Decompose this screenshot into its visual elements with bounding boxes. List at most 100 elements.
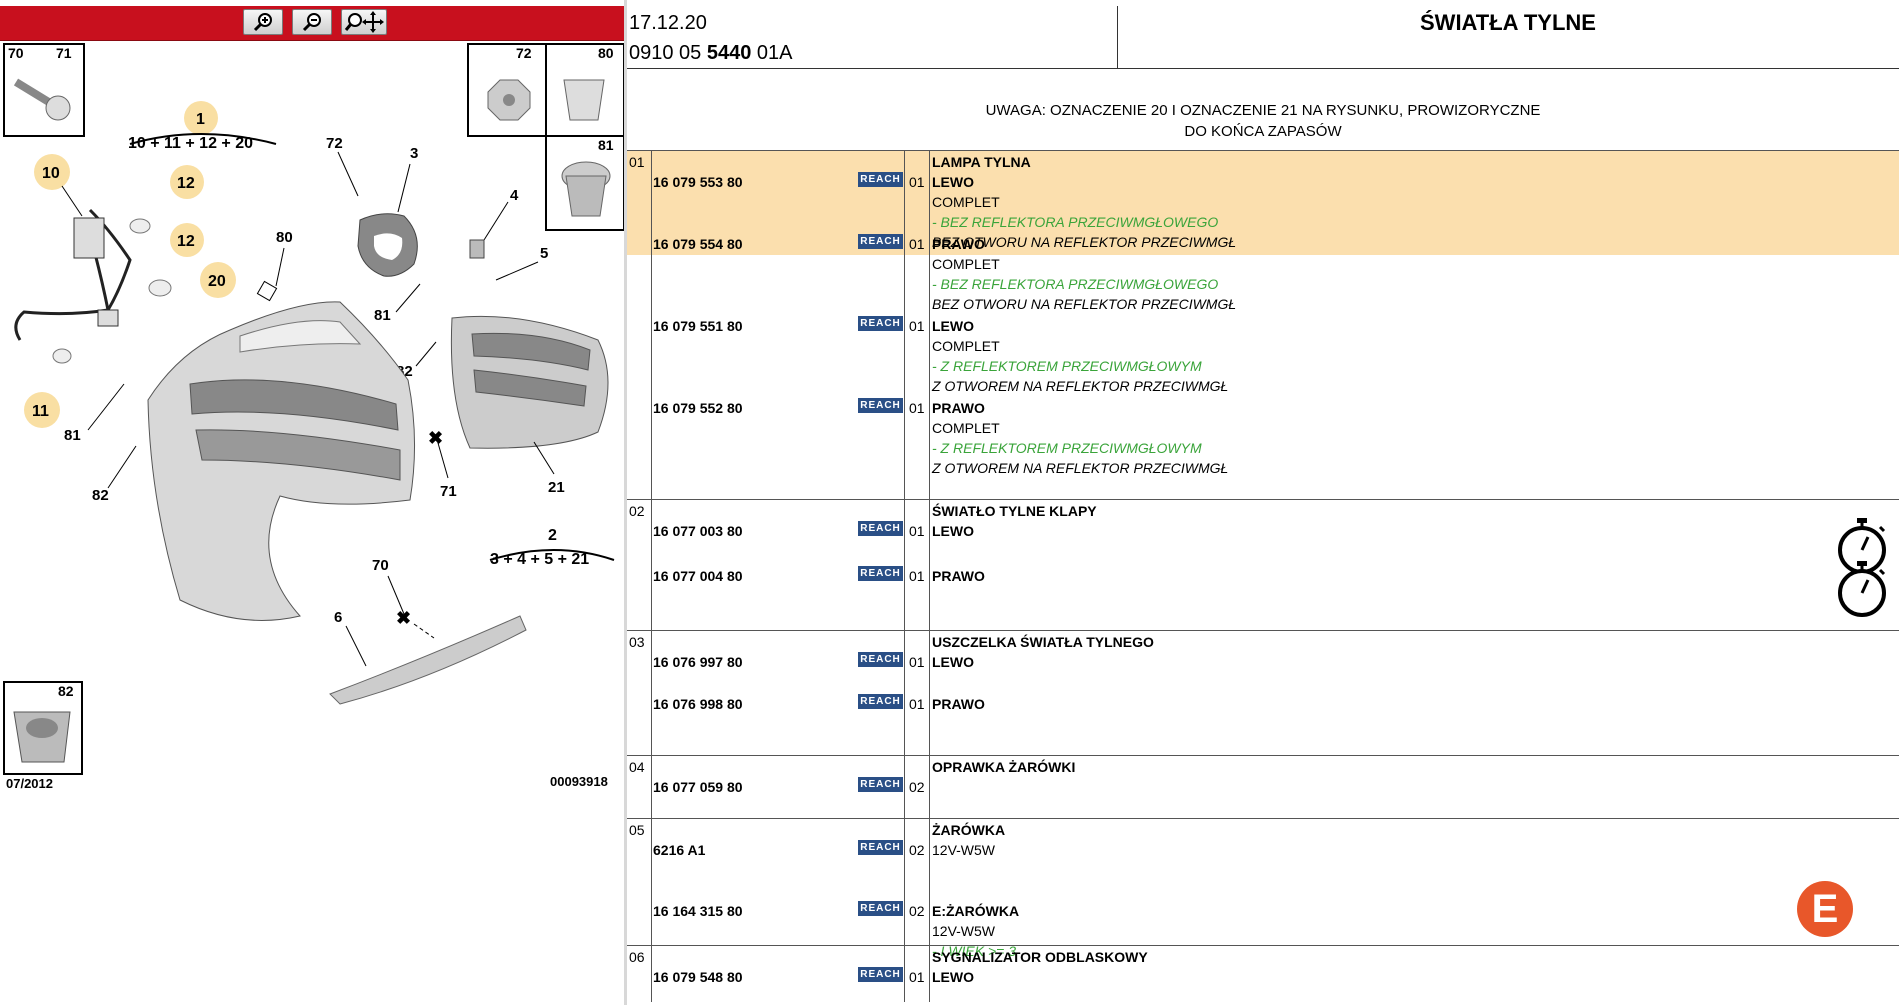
label-71: 71 bbox=[56, 45, 72, 61]
quantity: 01 bbox=[909, 318, 925, 334]
description-line: - Z REFLEKTOREM PRZECIWMGŁOWYM bbox=[932, 440, 1202, 456]
part-label-80: 80 bbox=[276, 229, 293, 246]
label-82: 82 bbox=[58, 683, 74, 699]
reach-badge: REACH bbox=[858, 777, 903, 792]
part-number[interactable]: 16 076 998 80 bbox=[653, 696, 743, 712]
description-line: PRAWO bbox=[932, 568, 985, 584]
part-label-4: 4 bbox=[510, 187, 519, 204]
parts-list-pane: 17.12.20 0910 05 5440 01A ŚWIATŁA TYLNE … bbox=[627, 0, 1903, 1005]
description-line: LEWO bbox=[932, 654, 974, 670]
e-button[interactable]: E bbox=[1797, 881, 1853, 937]
quantity: 02 bbox=[909, 903, 925, 919]
part-number[interactable]: 16 077 059 80 bbox=[653, 779, 743, 795]
description-line: COMPLET bbox=[932, 256, 1000, 272]
part-label-71: 71 bbox=[440, 483, 457, 500]
column-divider bbox=[904, 756, 905, 818]
quantity: 02 bbox=[909, 779, 925, 795]
part-number[interactable]: 16 076 997 80 bbox=[653, 654, 743, 670]
column-divider bbox=[651, 946, 652, 1002]
description-line: COMPLET bbox=[932, 194, 1000, 210]
warning-note: UWAGA: OZNACZENIE 20 I OZNACZENIE 21 NA … bbox=[627, 100, 1899, 142]
reach-badge: REACH bbox=[858, 521, 903, 536]
stopwatch-icon[interactable] bbox=[1837, 560, 1887, 618]
reach-badge: REACH bbox=[858, 694, 903, 709]
quantity: 02 bbox=[909, 842, 925, 858]
group-title: ŚWIATŁO TYLNE KLAPY bbox=[932, 503, 1097, 519]
part-label-70: 70 bbox=[372, 557, 389, 574]
part-number[interactable]: 16 079 552 80 bbox=[653, 400, 743, 416]
reach-badge: REACH bbox=[858, 967, 903, 982]
reach-badge: REACH bbox=[858, 566, 903, 581]
description-line: COMPLET bbox=[932, 420, 1000, 436]
column-divider bbox=[651, 500, 652, 630]
part-label-72: 72 bbox=[326, 135, 343, 152]
reach-badge: REACH bbox=[858, 652, 903, 667]
note-line-1: UWAGA: OZNACZENIE 20 I OZNACZENIE 21 NA … bbox=[985, 102, 1541, 119]
column-divider bbox=[651, 819, 652, 945]
parts-diagram: 70 71 72 80 81 82 1 10 + 11 + 12 + 20 10… bbox=[3, 43, 624, 791]
column-divider bbox=[904, 819, 905, 945]
column-divider bbox=[651, 151, 652, 499]
reach-badge: REACH bbox=[858, 234, 903, 249]
part-number[interactable]: 16 079 553 80 bbox=[653, 174, 743, 190]
quantity: 01 bbox=[909, 174, 925, 190]
column-divider bbox=[929, 631, 930, 755]
description-line: PRAWO bbox=[932, 400, 985, 416]
group-title: ŻARÓWKA bbox=[932, 822, 1006, 838]
reflector-part bbox=[329, 615, 527, 705]
part-number[interactable]: 16 077 003 80 bbox=[653, 523, 743, 539]
description-line: LEWO bbox=[932, 523, 974, 539]
column-divider bbox=[929, 819, 930, 945]
parts-header: 17.12.20 0910 05 5440 01A ŚWIATŁA TYLNE bbox=[627, 6, 1899, 69]
stopwatch-icon[interactable] bbox=[1837, 517, 1887, 575]
description-line: COMPLET bbox=[932, 338, 1000, 354]
part-number[interactable]: 6216 A1 bbox=[653, 842, 706, 858]
part-label-6: 6 bbox=[334, 609, 342, 626]
callout-1-label: 1 bbox=[196, 111, 205, 128]
pan-icon bbox=[344, 11, 384, 33]
reach-badge: REACH bbox=[858, 316, 903, 331]
part-number[interactable]: 16 079 551 80 bbox=[653, 318, 743, 334]
column-divider bbox=[904, 151, 905, 499]
zoom-in-button[interactable] bbox=[243, 9, 283, 35]
group-number: 05 bbox=[629, 822, 645, 838]
header-info: 17.12.20 0910 05 5440 01A bbox=[627, 6, 1118, 68]
pan-button[interactable] bbox=[341, 9, 387, 35]
group-number: 04 bbox=[629, 759, 645, 775]
column-divider bbox=[929, 946, 930, 1002]
pane-splitter[interactable] bbox=[624, 0, 627, 1005]
bulb-icon bbox=[129, 218, 151, 234]
reach-badge: REACH bbox=[858, 172, 903, 187]
page-title: ŚWIATŁA TYLNE bbox=[1420, 10, 1596, 35]
header-date: 17.12.20 bbox=[629, 12, 707, 34]
column-divider bbox=[904, 631, 905, 755]
zoom-in-icon bbox=[253, 13, 272, 32]
description-line: Z OTWOREM NA REFLEKTOR PRZECIWMGŁ bbox=[932, 460, 1229, 476]
column-divider bbox=[651, 756, 652, 818]
diagram-code: 00093918 bbox=[550, 774, 608, 789]
part-number[interactable]: 16 079 548 80 bbox=[653, 969, 743, 985]
group-title: SYGNALIZATOR ODBLASKOWY bbox=[932, 949, 1148, 965]
wiring-harness bbox=[14, 219, 110, 341]
diagram-date: 07/2012 bbox=[6, 776, 53, 791]
part-number[interactable]: 16 164 315 80 bbox=[653, 903, 743, 919]
group-2-label: 2 bbox=[548, 527, 557, 544]
callout-11-label: 11 bbox=[32, 403, 49, 420]
group-title: OPRAWKA ŻARÓWKI bbox=[932, 759, 1076, 775]
diagram-toolbar bbox=[0, 6, 624, 41]
description-line: 12V-W5W bbox=[932, 842, 996, 858]
part-number[interactable]: 16 079 554 80 bbox=[653, 236, 743, 252]
label-80: 80 bbox=[598, 45, 614, 61]
zoom-out-button[interactable] bbox=[292, 9, 332, 35]
callout-12b-label: 12 bbox=[177, 233, 195, 250]
quantity: 01 bbox=[909, 654, 925, 670]
label-72: 72 bbox=[516, 45, 532, 61]
callout-1 bbox=[184, 101, 218, 135]
description-line: - I WIEK >= 3 bbox=[932, 943, 1017, 959]
description-line: PRAWO bbox=[932, 236, 985, 252]
description-line: E:ŻARÓWKA bbox=[932, 903, 1020, 919]
part-number[interactable]: 16 077 004 80 bbox=[653, 568, 743, 584]
